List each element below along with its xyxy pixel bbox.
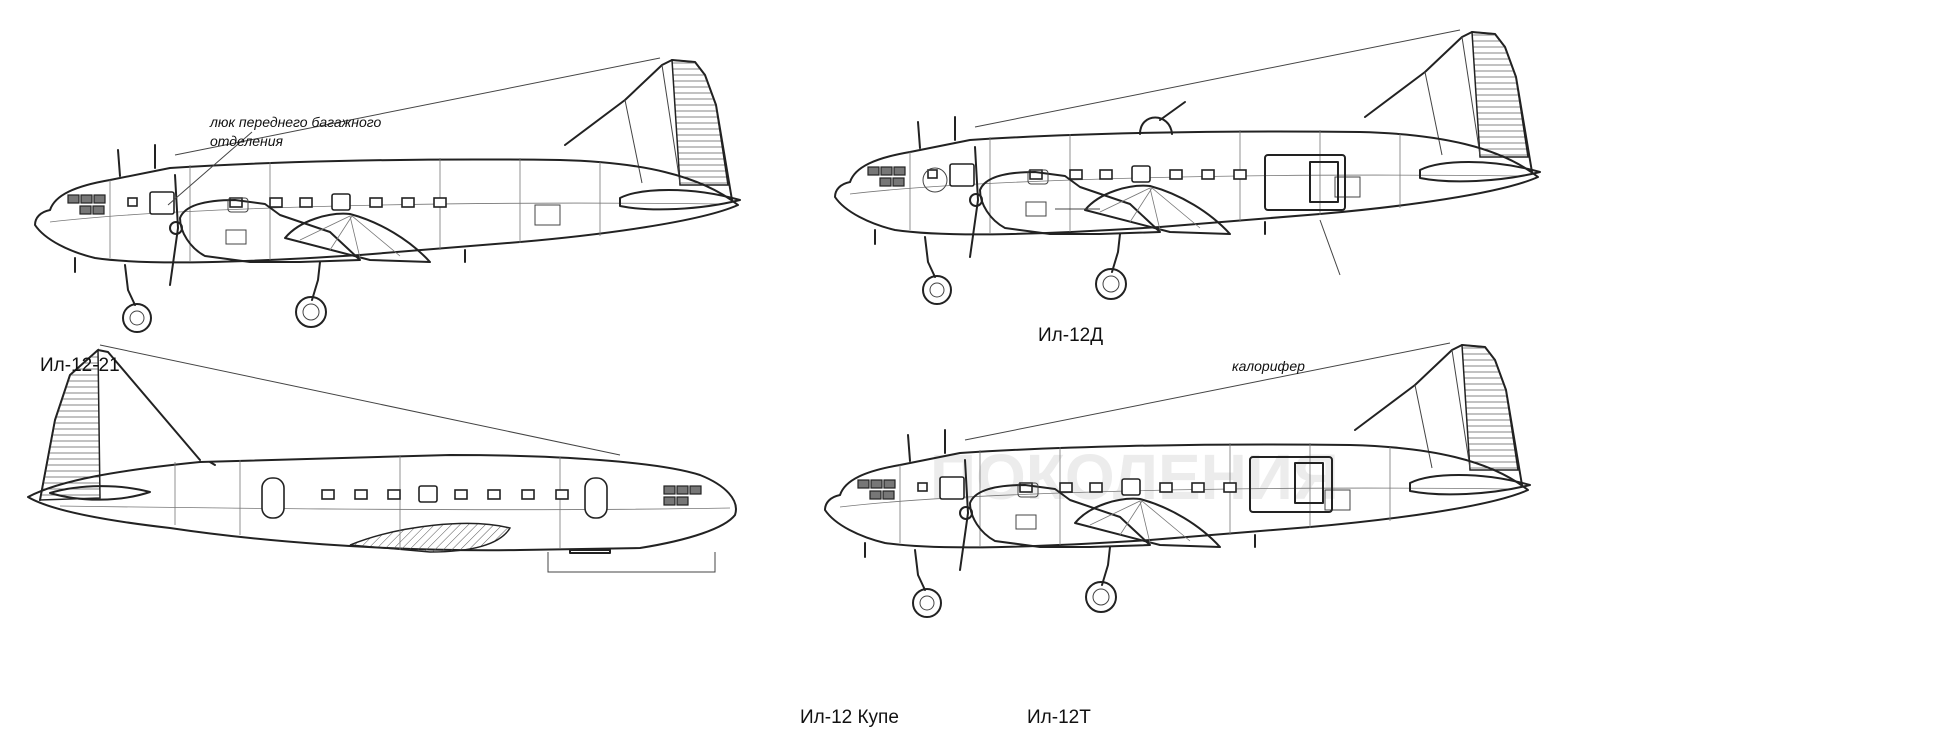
- heater-callout-text: калорифер: [1232, 358, 1305, 374]
- label-il-12-21: Ил-12-21: [40, 355, 120, 376]
- heater-leader-line: [1319, 219, 1341, 276]
- il-12-21-drawing: [34, 57, 741, 333]
- baggage-hatch-callout: люк переднего багажного отделения: [210, 113, 400, 151]
- bleed-through-text: ПОКОЛЕНИЯ: [930, 441, 1339, 513]
- baggage-hatch-leader-line: [167, 131, 253, 206]
- label-il-12t: Ил-12Т: [1027, 707, 1091, 728]
- baggage-hatch-callout-text: люк переднего багажного отделения: [210, 114, 382, 149]
- il-12d-drawing: [834, 29, 1541, 305]
- il-12t-drawing: [824, 342, 1531, 618]
- label-il-12d: Ил-12Д: [1038, 325, 1104, 346]
- il-12-kupe-drawing: [27, 344, 737, 573]
- heater-callout: калорифер: [1232, 358, 1305, 375]
- label-il-12-kupe: Ил-12 Купе: [800, 707, 899, 728]
